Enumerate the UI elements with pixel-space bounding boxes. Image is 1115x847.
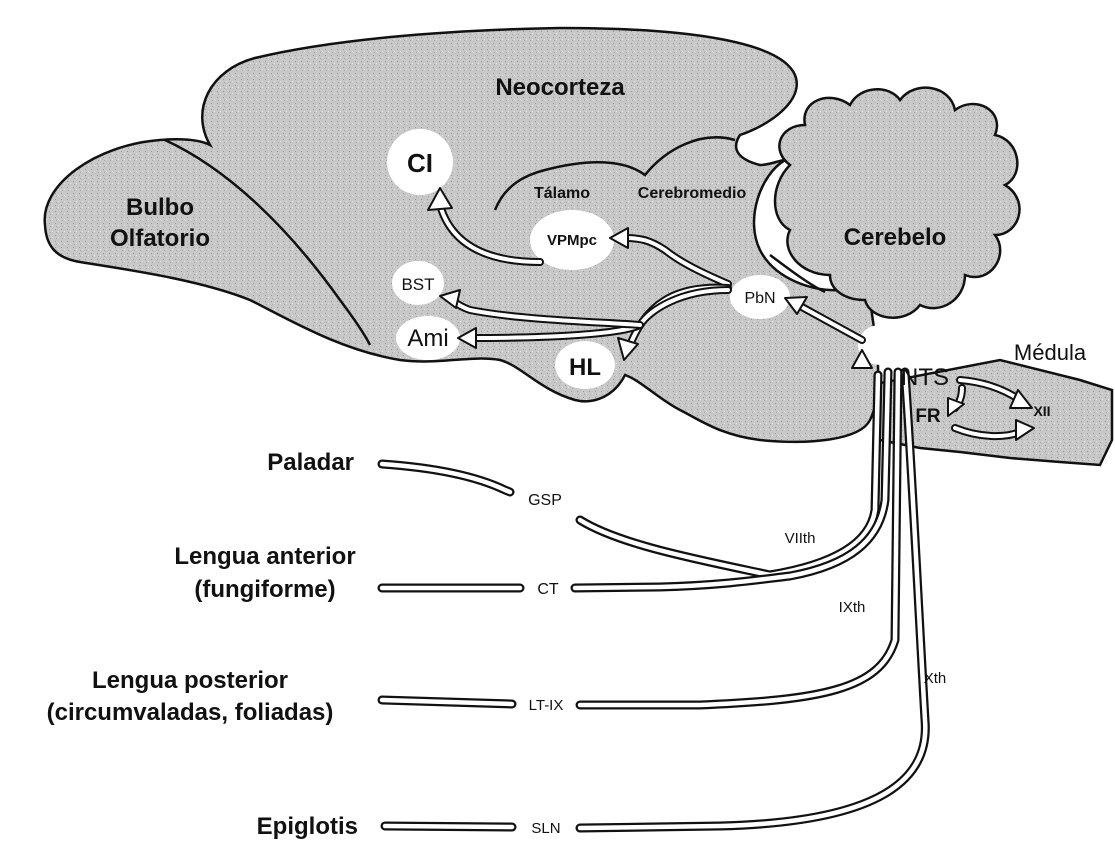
hl-label: HL	[569, 354, 601, 381]
palate-label: Paladar	[267, 449, 354, 476]
olfactory-bulb-label-line1: Bulbo	[126, 194, 194, 221]
posterior-tongue-label-line2: (circumvaladas, foliadas)	[47, 699, 334, 726]
neocortex-label: Neocorteza	[495, 74, 625, 101]
fr-label: FR	[915, 406, 941, 427]
bst-label: BST	[401, 275, 434, 294]
medulla-label: Médula	[1014, 340, 1087, 365]
ami-label: Ami	[407, 325, 448, 352]
olfactory-bulb-label-line2: Olfatorio	[110, 225, 210, 252]
ixth-label: IXth	[839, 599, 866, 616]
xth-label: Xth	[924, 670, 947, 687]
midbrain-label: Cerebromedio	[638, 185, 747, 202]
epiglottis-label: Epiglotis	[257, 813, 358, 840]
vpmpc-label: VPMpc	[547, 232, 597, 249]
anterior-tongue-label-line2: (fungiforme)	[194, 576, 335, 603]
thalamus-label: Tálamo	[534, 185, 590, 202]
xii-label: XII	[1033, 403, 1050, 419]
pbn-label: PbN	[744, 290, 775, 307]
ci-label: CI	[407, 148, 433, 178]
posterior-tongue-label-line1: Lengua posterior	[92, 667, 288, 694]
nts-label: NTS	[901, 364, 949, 391]
gsp-label: GSP	[528, 492, 562, 509]
ct-label: CT	[537, 581, 559, 598]
viith-label: VIIth	[785, 530, 816, 547]
anterior-tongue-label-line1: Lengua anterior	[174, 543, 355, 570]
sln-label: SLN	[531, 820, 560, 837]
cerebellum-label: Cerebelo	[844, 224, 947, 251]
lt-ix-label: LT-IX	[529, 697, 564, 714]
